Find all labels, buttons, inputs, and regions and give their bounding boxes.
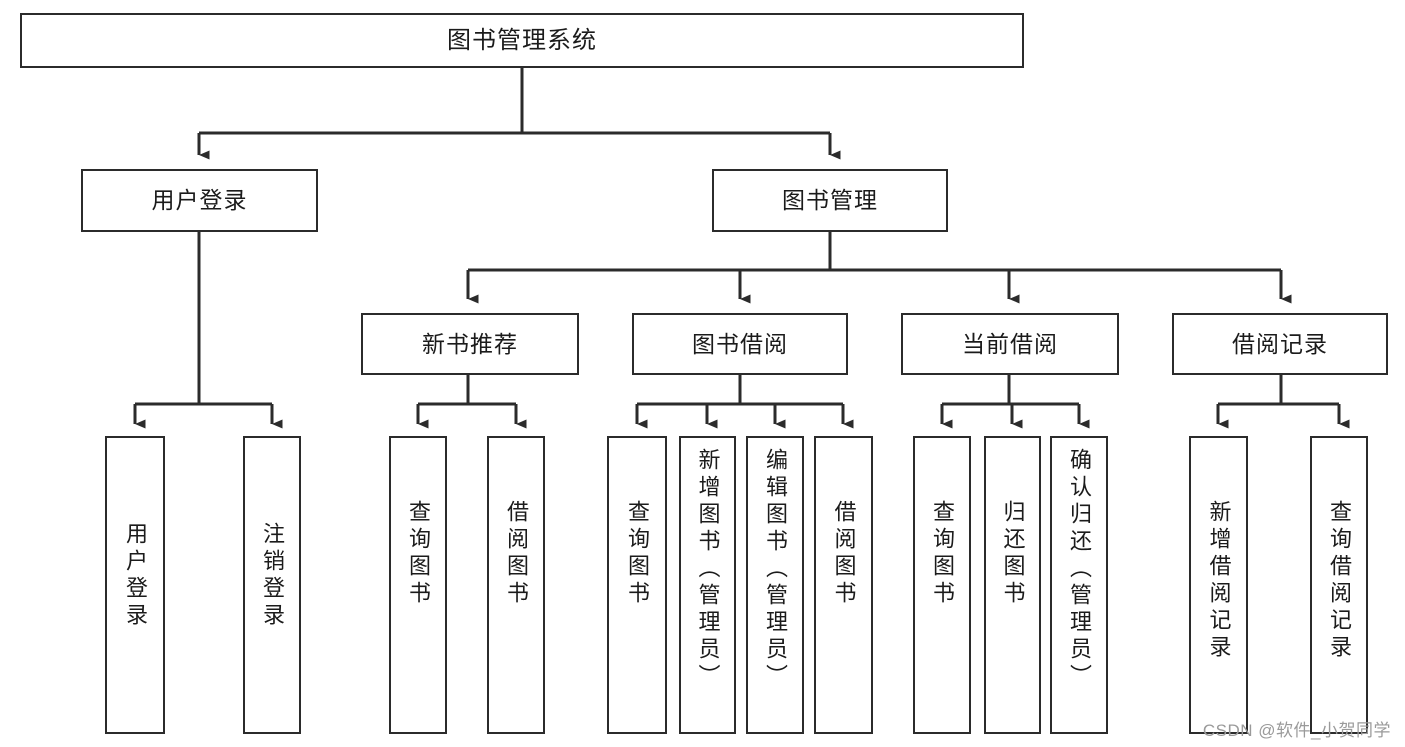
- node-leaf-confirm-return[interactable]: 确认归还（管理员）: [1050, 436, 1108, 734]
- node-leaf-add-book[interactable]: 新增图书（管理员）: [679, 436, 736, 734]
- node-leaf-edit-book-label: 编辑图书（管理员）: [763, 448, 788, 691]
- node-leaf-query-book-3[interactable]: 查询图书: [913, 436, 971, 734]
- node-leaf-add-record[interactable]: 新增借阅记录: [1189, 436, 1248, 734]
- node-current-borrow[interactable]: 当前借阅: [901, 313, 1119, 375]
- node-leaf-return-book-label: 归还图书: [1000, 500, 1026, 608]
- node-leaf-borrow-book-1[interactable]: 借阅图书: [487, 436, 545, 734]
- node-leaf-query-book-1-label: 查询图书: [406, 500, 431, 608]
- node-leaf-query-record-label: 查询借阅记录: [1327, 500, 1352, 662]
- node-book-manage[interactable]: 图书管理: [712, 169, 948, 232]
- node-new-book-rec-label: 新书推荐: [422, 330, 518, 357]
- node-leaf-logout[interactable]: 注销登录: [243, 436, 301, 734]
- node-borrow-record[interactable]: 借阅记录: [1172, 313, 1388, 375]
- node-leaf-query-book-3-label: 查询图书: [930, 500, 955, 608]
- node-leaf-return-book[interactable]: 归还图书: [984, 436, 1041, 734]
- csdn-watermark: CSDN @软件_小贺同学: [1202, 721, 1391, 740]
- node-book-borrow-label: 图书借阅: [692, 330, 788, 357]
- node-book-manage-label: 图书管理: [782, 187, 878, 214]
- node-leaf-query-book-1[interactable]: 查询图书: [389, 436, 447, 734]
- node-borrow-record-label: 借阅记录: [1232, 330, 1328, 357]
- node-book-borrow[interactable]: 图书借阅: [632, 313, 848, 375]
- node-leaf-user-login[interactable]: 用户登录: [105, 436, 165, 734]
- node-leaf-query-record[interactable]: 查询借阅记录: [1310, 436, 1368, 734]
- node-current-borrow-label: 当前借阅: [962, 330, 1058, 357]
- node-leaf-borrow-book-2[interactable]: 借阅图书: [814, 436, 873, 734]
- node-leaf-confirm-return-label: 确认归还（管理员）: [1067, 448, 1092, 691]
- node-leaf-user-login-label: 用户登录: [123, 522, 148, 630]
- node-leaf-query-book-2[interactable]: 查询图书: [607, 436, 667, 734]
- node-leaf-add-book-label: 新增图书（管理员）: [695, 448, 721, 691]
- node-leaf-edit-book[interactable]: 编辑图书（管理员）: [746, 436, 804, 734]
- node-leaf-query-book-2-label: 查询图书: [625, 500, 650, 608]
- node-leaf-borrow-book-1-label: 借阅图书: [504, 500, 529, 608]
- node-root-label: 图书管理系统: [447, 26, 597, 54]
- node-root[interactable]: 图书管理系统: [20, 13, 1024, 68]
- node-user-login[interactable]: 用户登录: [81, 169, 318, 232]
- node-new-book-rec[interactable]: 新书推荐: [361, 313, 579, 375]
- node-leaf-add-record-label: 新增借阅记录: [1206, 500, 1232, 662]
- node-user-login-label: 用户登录: [151, 187, 248, 214]
- node-leaf-borrow-book-2-label: 借阅图书: [831, 500, 857, 608]
- node-leaf-logout-label: 注销登录: [260, 522, 285, 630]
